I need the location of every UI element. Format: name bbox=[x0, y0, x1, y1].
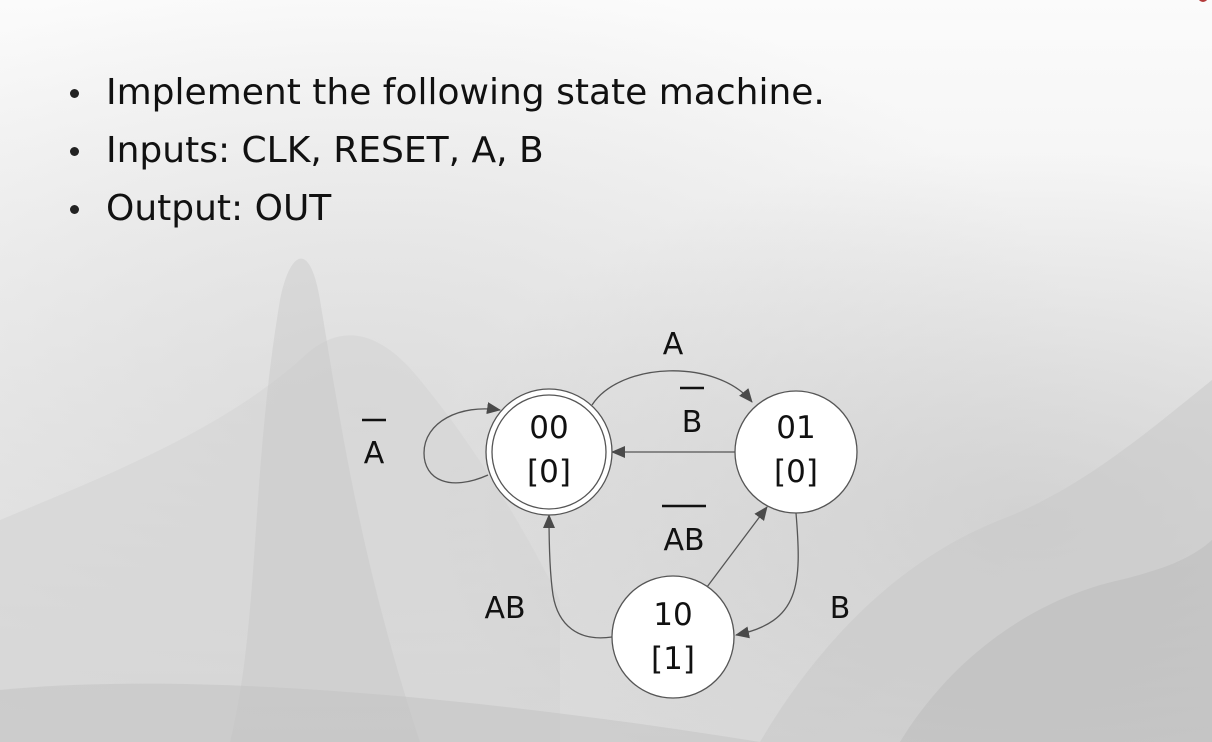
edge-s10-to-s01 bbox=[706, 506, 768, 588]
label-s10-to-s01: AB bbox=[663, 523, 704, 558]
bullet-dot-icon bbox=[70, 147, 79, 156]
edge-s10-to-s00 bbox=[543, 514, 613, 639]
state-10-output: [1] bbox=[651, 641, 695, 677]
edge-s00-self-loop bbox=[423, 402, 501, 484]
state-10-node: 10 [1] bbox=[611, 575, 735, 699]
state-10-code: 10 bbox=[653, 597, 692, 633]
state-01-output: [0] bbox=[774, 454, 818, 490]
edge-s01-to-s10 bbox=[735, 512, 799, 639]
label-s01-to-s10: B bbox=[830, 591, 851, 626]
bullet-text: Inputs: CLK, RESET, A, B bbox=[106, 130, 544, 171]
state-00-output: [0] bbox=[527, 454, 571, 490]
corner-accent-mark bbox=[1198, 0, 1208, 2]
bullet-text: Output: OUT bbox=[106, 188, 332, 229]
bullet-dot-icon bbox=[70, 89, 79, 98]
bullet-item: Output: OUT bbox=[66, 184, 825, 242]
label-s01-to-s00: B bbox=[682, 405, 703, 440]
state-01-code: 01 bbox=[776, 410, 815, 446]
label-s00-self: A bbox=[364, 436, 385, 471]
state-00-code: 00 bbox=[529, 410, 568, 446]
label-s00-to-s01: A bbox=[663, 327, 684, 362]
bullet-list: Implement the following state machine. I… bbox=[66, 68, 825, 242]
state-01-node: 01 [0] bbox=[734, 390, 858, 514]
edge-s00-to-s01 bbox=[591, 370, 753, 406]
bullet-dot-icon bbox=[70, 205, 79, 214]
state-00-node: 00 [0] bbox=[485, 388, 613, 516]
bullet-text: Implement the following state machine. bbox=[106, 72, 825, 113]
label-s10-to-s00: AB bbox=[484, 591, 525, 626]
bullet-item: Implement the following state machine. bbox=[66, 68, 825, 126]
bullet-item: Inputs: CLK, RESET, A, B bbox=[66, 126, 825, 184]
